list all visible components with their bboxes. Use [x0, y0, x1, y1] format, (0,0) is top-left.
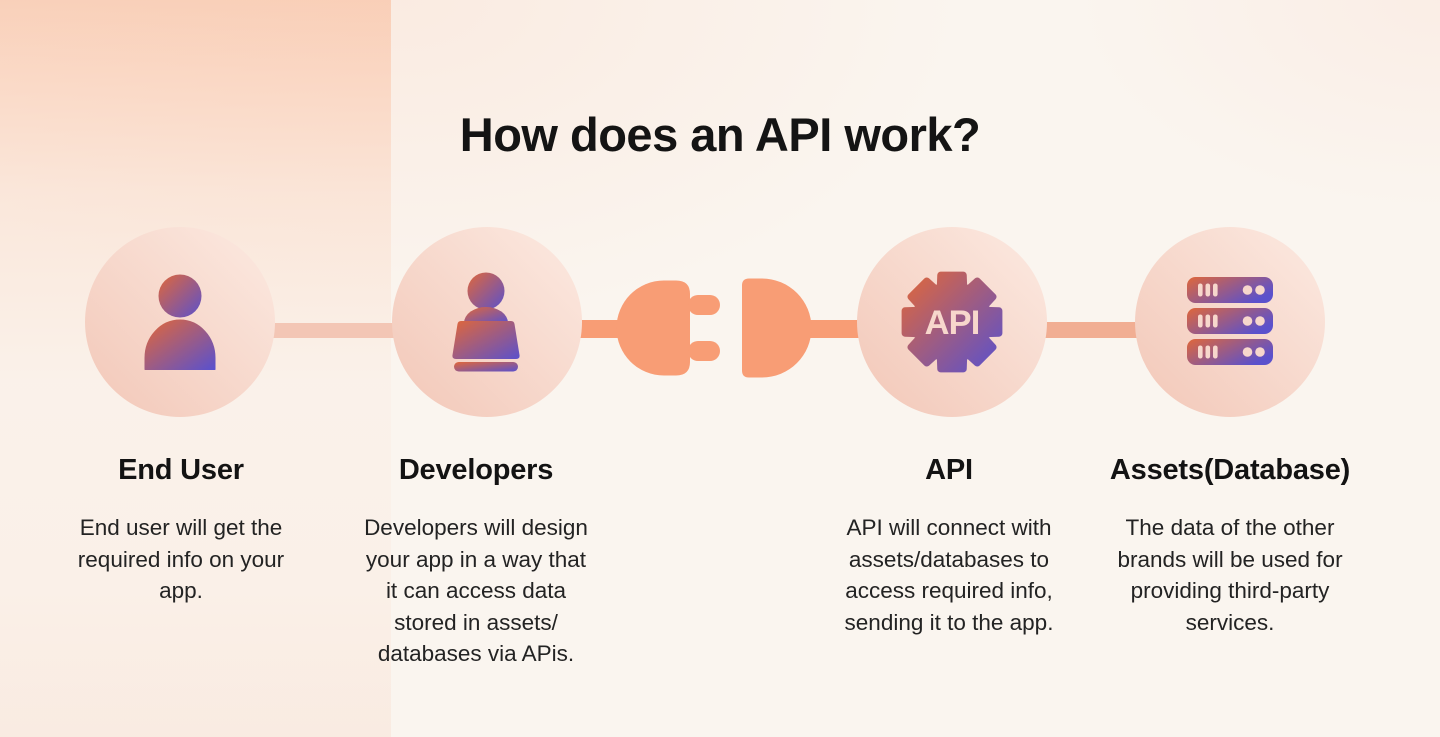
- api-gear-label: API: [925, 304, 980, 342]
- step-description-assets-database: The data of the other brands will be use…: [1117, 515, 1343, 635]
- step-title-end-user: End User: [118, 454, 244, 486]
- step-api: API API will connect with assets/databas…: [794, 452, 1104, 638]
- developer-laptop-icon: [452, 272, 520, 372]
- circle-developers: [392, 227, 582, 417]
- plug-prong-bottom: [688, 341, 720, 361]
- circle-api: API: [857, 227, 1047, 417]
- circle-database: [1135, 227, 1325, 417]
- step-description-end-user: End user will get the required info on y…: [77, 515, 285, 603]
- database-server-icon: [1187, 277, 1273, 365]
- user-icon: [144, 274, 216, 370]
- plug-female-icon: [742, 278, 812, 378]
- page-title: How does an API work?: [459, 108, 981, 161]
- step-developers: Developers Developers will design your a…: [321, 452, 631, 670]
- connector-api-database: [1043, 322, 1138, 338]
- step-description-developers: Developers will design your app in a way…: [364, 515, 588, 666]
- step-title-developers: Developers: [398, 454, 554, 486]
- api-gear-icon: API: [901, 271, 1003, 373]
- plug-socket-icon: [616, 278, 812, 378]
- connector-socket-api: [806, 320, 860, 338]
- plug-prong-top: [688, 295, 720, 315]
- circle-end-user: [85, 227, 275, 417]
- step-title-assets-database: Assets(Database): [1109, 454, 1351, 486]
- step-title-api: API: [925, 454, 973, 486]
- connector-developers-plug: [577, 320, 623, 338]
- connector-enduser-developers: [269, 323, 395, 338]
- step-description-api: API will connect with assets/databases t…: [844, 515, 1054, 635]
- step-end-user: End User End user will get the required …: [26, 452, 336, 607]
- step-assets-database: Assets(Database) The data of the other b…: [1075, 452, 1385, 638]
- plug-male-icon: [616, 280, 690, 376]
